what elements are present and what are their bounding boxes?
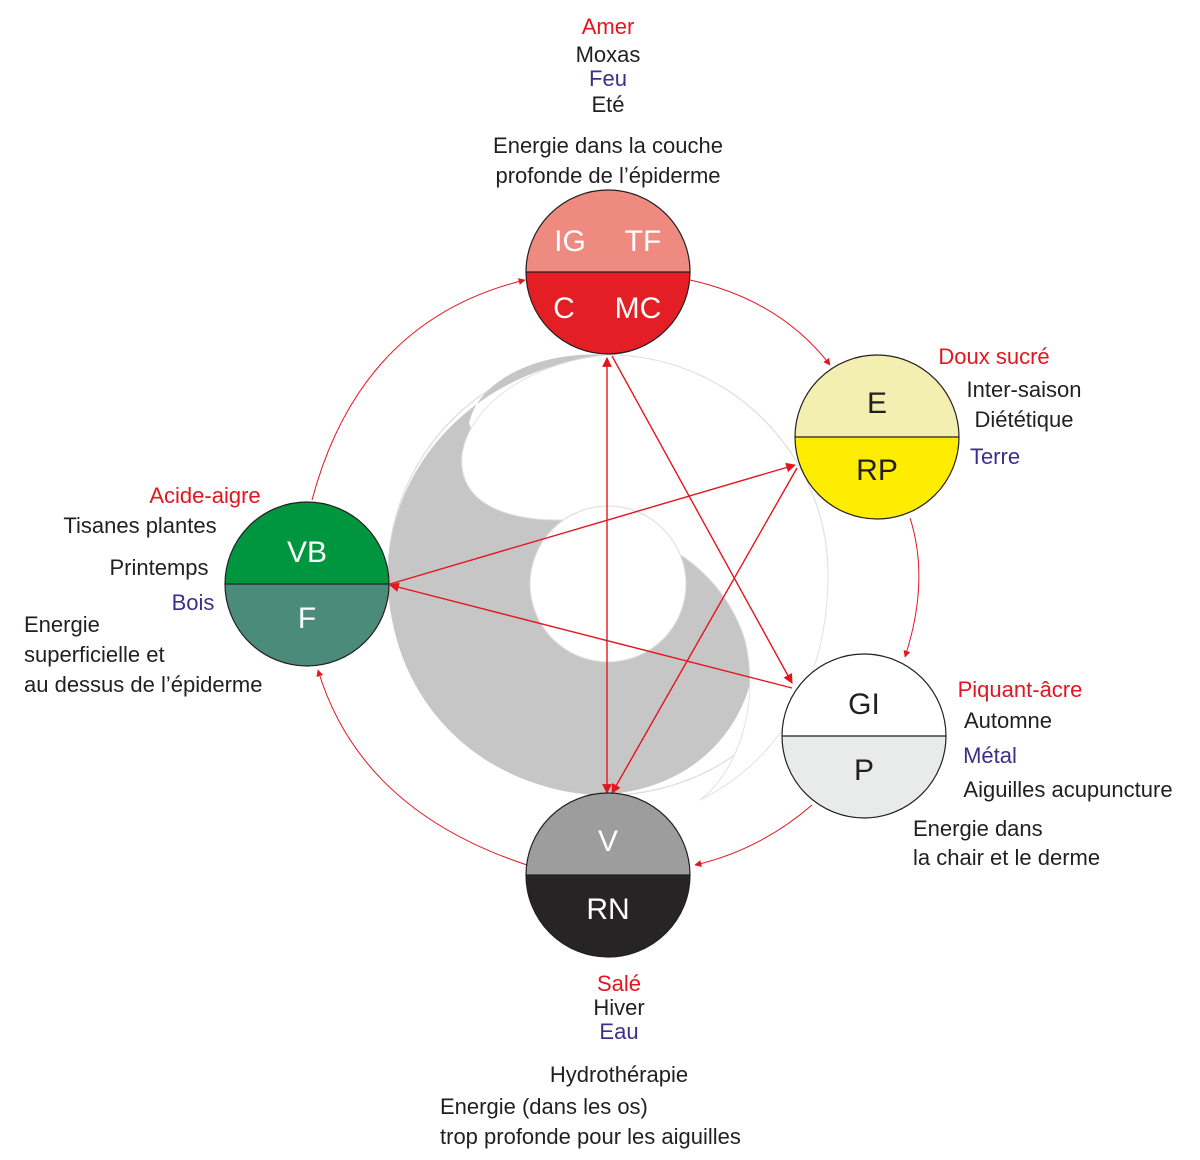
wood-element-name: Bois <box>172 590 215 615</box>
wood-energy-line2: superficielle et <box>24 642 165 667</box>
yin-yang-background <box>387 354 829 801</box>
water-organ-rn: RN <box>586 893 629 926</box>
metal-organ-gi: GI <box>848 688 880 721</box>
water-energy-line2: trop profonde pour les aiguilles <box>440 1124 741 1149</box>
earth-taste: Doux sucré <box>938 344 1049 369</box>
arrow-metal-to-water <box>694 804 813 867</box>
water-element-name: Eau <box>599 1019 638 1044</box>
wood-energy-line3: au dessus de l’épiderme <box>24 672 262 697</box>
metal-season: Automne <box>964 708 1052 733</box>
fire-element-node: IG TF C MC <box>525 189 691 355</box>
control-cycle <box>389 355 798 794</box>
water-season: Hiver <box>593 995 644 1020</box>
arrow-wood-to-fire <box>311 278 526 501</box>
metal-labels: Piquant-âcre Automne Métal Aiguilles acu… <box>913 677 1173 870</box>
arrow-wood-to-earth <box>389 462 796 585</box>
metal-element-node: GI P <box>781 653 947 819</box>
wood-energy-line1: Energie <box>24 612 100 637</box>
water-element-node: V RN <box>525 792 691 958</box>
fire-organ-ig: IG <box>554 225 586 258</box>
fire-taste: Amer <box>582 14 635 39</box>
arrow-water-to-wood <box>316 669 528 866</box>
arrow-earth-to-metal <box>903 517 920 658</box>
arrow-metal-to-wood <box>389 582 793 689</box>
water-taste: Salé <box>597 971 641 996</box>
arrow-fire-to-earth <box>689 279 831 366</box>
earth-organ-rp: RP <box>856 454 898 487</box>
fire-bottom-half <box>526 272 690 354</box>
fire-season: Eté <box>591 92 624 117</box>
water-energy-line1: Energie (dans les os) <box>440 1094 648 1119</box>
generation-cycle <box>311 278 920 867</box>
fire-organ-tf: TF <box>625 225 662 258</box>
water-labels: Salé Hiver Eau Hydrothérapie Energie (da… <box>440 971 741 1149</box>
fire-organ-mc: MC <box>615 292 662 325</box>
earth-labels: Doux sucré Inter-saison Diététique Terre <box>938 344 1081 469</box>
fire-element-name: Feu <box>589 66 627 91</box>
wood-labels: Acide-aigre Tisanes plantes Printemps Bo… <box>24 483 262 697</box>
earth-element-name: Terre <box>970 444 1020 469</box>
water-therapy: Hydrothérapie <box>550 1062 688 1087</box>
arrow-earth-to-water <box>611 467 798 794</box>
water-organ-v: V <box>598 825 618 858</box>
wood-organ-f: F <box>298 602 316 635</box>
wood-organ-vb: VB <box>287 536 327 569</box>
metal-therapy: Aiguilles acupuncture <box>963 777 1172 802</box>
metal-organ-p: P <box>854 754 874 787</box>
fire-organ-c: C <box>553 292 575 325</box>
metal-taste: Piquant-âcre <box>958 677 1083 702</box>
fire-energy-line1: Energie dans la couche <box>493 133 723 158</box>
yin-yang-light-body <box>461 354 829 801</box>
metal-energy-line2: la chair et le derme <box>913 845 1100 870</box>
earth-organ-e: E <box>867 387 887 420</box>
wood-season: Printemps <box>109 555 208 580</box>
fire-energy-line2: profonde de l’épiderme <box>495 163 720 188</box>
wood-taste: Acide-aigre <box>149 483 260 508</box>
fire-labels: Amer Moxas Feu Eté Energie dans la couch… <box>493 14 723 188</box>
earth-therapy: Diététique <box>974 407 1073 432</box>
metal-energy-line1: Energie dans <box>913 816 1043 841</box>
fire-therapy: Moxas <box>576 42 641 67</box>
wood-therapy: Tisanes plantes <box>63 513 216 538</box>
metal-element-name: Métal <box>963 743 1017 768</box>
earth-element-node: E RP <box>794 354 960 520</box>
wood-element-node: VB F <box>224 501 390 667</box>
yin-yang-inner-dot <box>529 505 687 663</box>
fire-top-half <box>526 190 690 272</box>
arrow-fire-to-metal <box>611 355 793 684</box>
earth-season: Inter-saison <box>967 377 1082 402</box>
